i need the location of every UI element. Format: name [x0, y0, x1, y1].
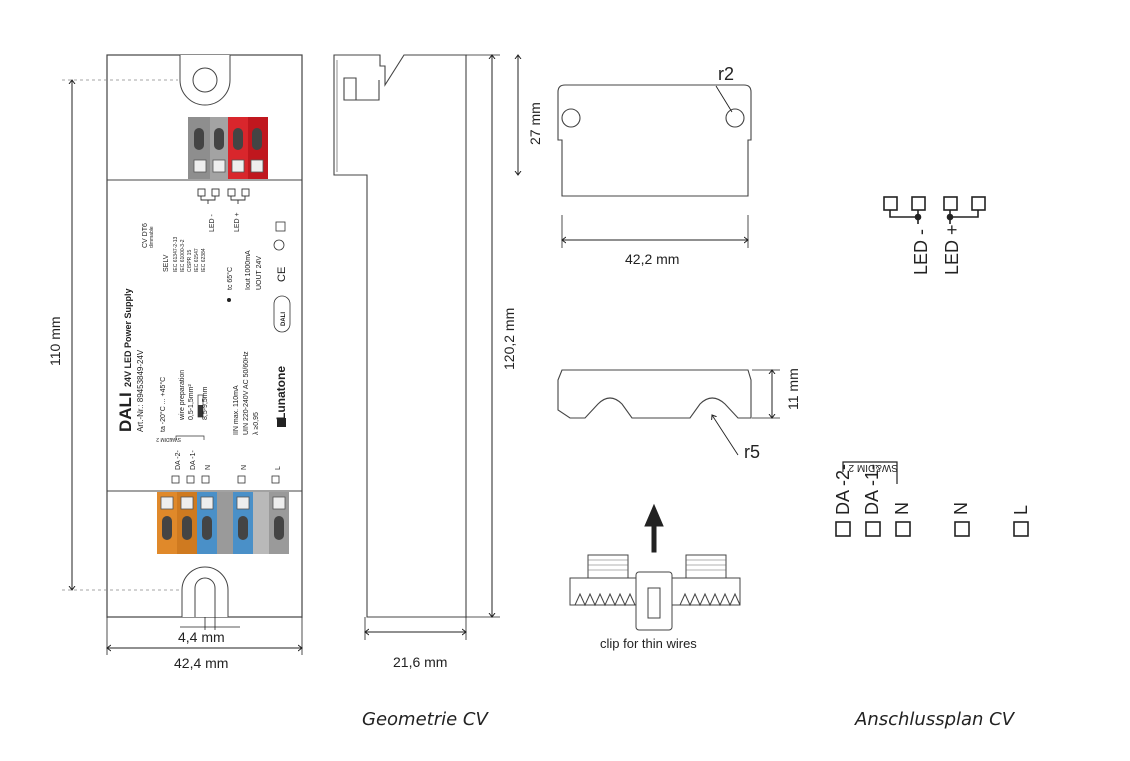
wiring-led-minus: LED -: [911, 229, 931, 275]
dim-4-4: 4,4 mm: [178, 629, 225, 645]
radius-r5: r5: [744, 442, 760, 462]
up-arrow-icon: [644, 503, 664, 553]
label-product: 24V LED Power Supply: [123, 288, 133, 387]
input-terminal-block: [157, 492, 289, 554]
dim-21-6: 21,6 mm: [393, 654, 447, 670]
label-lambda: λ ≥0,95: [253, 412, 260, 435]
label-std-3: CISPR 15: [187, 250, 193, 272]
dim-11: 11 mm: [785, 368, 801, 410]
label-dali-badge: DALI: [281, 312, 287, 326]
wiring-led-plus: LED +: [942, 224, 962, 275]
wiring-led-output: [883, 196, 986, 224]
dim-27: 27 mm: [527, 102, 543, 145]
radius-r2: r2: [718, 64, 734, 84]
label-dimmable: dimmable: [149, 226, 155, 248]
label-brand: DALI: [116, 392, 135, 432]
device-label: DALI 24V LED Power Supply Art.-Nr.: 8945…: [116, 223, 291, 435]
svg-text:L: L: [275, 466, 282, 470]
label-strip: 8,5-9,5mm: [202, 386, 209, 420]
device-led-plus-label: LED +: [234, 212, 241, 232]
label-wire-cross: 0,5-1,5mm²: [188, 384, 195, 420]
label-iout: Iout 1000mA: [245, 250, 252, 290]
side-view: [333, 55, 500, 640]
label-tc: tc 65°C: [226, 267, 234, 290]
label-art-nr: Art.-Nr.: 89453849-24V: [136, 349, 145, 432]
label-ce: CE: [276, 267, 288, 282]
wiring-da2: DA -2-: [833, 464, 853, 515]
device-led-connection-icon: [197, 188, 250, 204]
caption-wiring: Anschlussplan CV: [855, 709, 1015, 730]
label-iin: IIN max. 110mA: [233, 385, 240, 435]
wiring-swdim: SW&DIM 2: [848, 462, 898, 473]
clip-view: [557, 370, 780, 456]
label-std-4: IEC 61547: [194, 248, 200, 272]
caption-geometry: Geometrie CV: [362, 709, 488, 730]
label-std-2: IEC 61000-3-2: [180, 239, 186, 272]
label-company: Lunatone: [274, 366, 288, 420]
front-view: LED - LED + DALI 24V LED Power Supply Ar…: [47, 54, 302, 671]
clip-caption: clip for thin wires: [600, 636, 697, 651]
top-cover-view: [518, 55, 752, 248]
label-std-5: IEC 62384: [201, 248, 207, 272]
label-selv: SELV: [163, 254, 170, 272]
device-input-labels: DA -2- DA -1- N N L SW&DIM 2: [156, 435, 282, 484]
certification-mark-icon: [273, 239, 285, 251]
device-led-minus-label: LED -: [209, 213, 216, 232]
dim-110: 110 mm: [47, 316, 63, 366]
svg-text:N: N: [205, 465, 212, 470]
output-terminal-block: [188, 117, 268, 179]
dim-120-2: 120,2 mm: [501, 308, 517, 370]
dim-42-2: 42,2 mm: [625, 251, 679, 267]
wiring-n2: N: [951, 502, 971, 515]
wiring-input: SW&DIM 2 DA -2- DA -1- N N L: [833, 461, 1031, 537]
svg-text:DA -2-: DA -2-: [175, 449, 182, 470]
label-uin: UIN 220-240V AC 50/60Hz: [243, 351, 250, 435]
svg-text:N: N: [241, 465, 248, 470]
dim-42-4: 42,4 mm: [174, 655, 228, 671]
svg-text:DA -1-: DA -1-: [190, 449, 197, 470]
wiring-n1: N: [892, 502, 912, 515]
thin-wire-clip: [569, 503, 741, 631]
wiring-l: L: [1011, 505, 1031, 515]
wiring-da1: DA -1-: [862, 464, 882, 515]
lunatone-logo: [277, 418, 286, 427]
label-ta: ta -20°C ... +45°C: [159, 377, 167, 432]
dali-badge: [273, 295, 291, 333]
label-std-1: IEC 61347-2-13: [173, 236, 179, 272]
label-wire-prep: wire preparation: [179, 370, 186, 421]
label-uout: UOUT 24V: [256, 256, 263, 290]
label-cv-dt6: CV DT6: [142, 223, 149, 248]
svg-text:SW&DIM 2: SW&DIM 2: [156, 436, 181, 442]
